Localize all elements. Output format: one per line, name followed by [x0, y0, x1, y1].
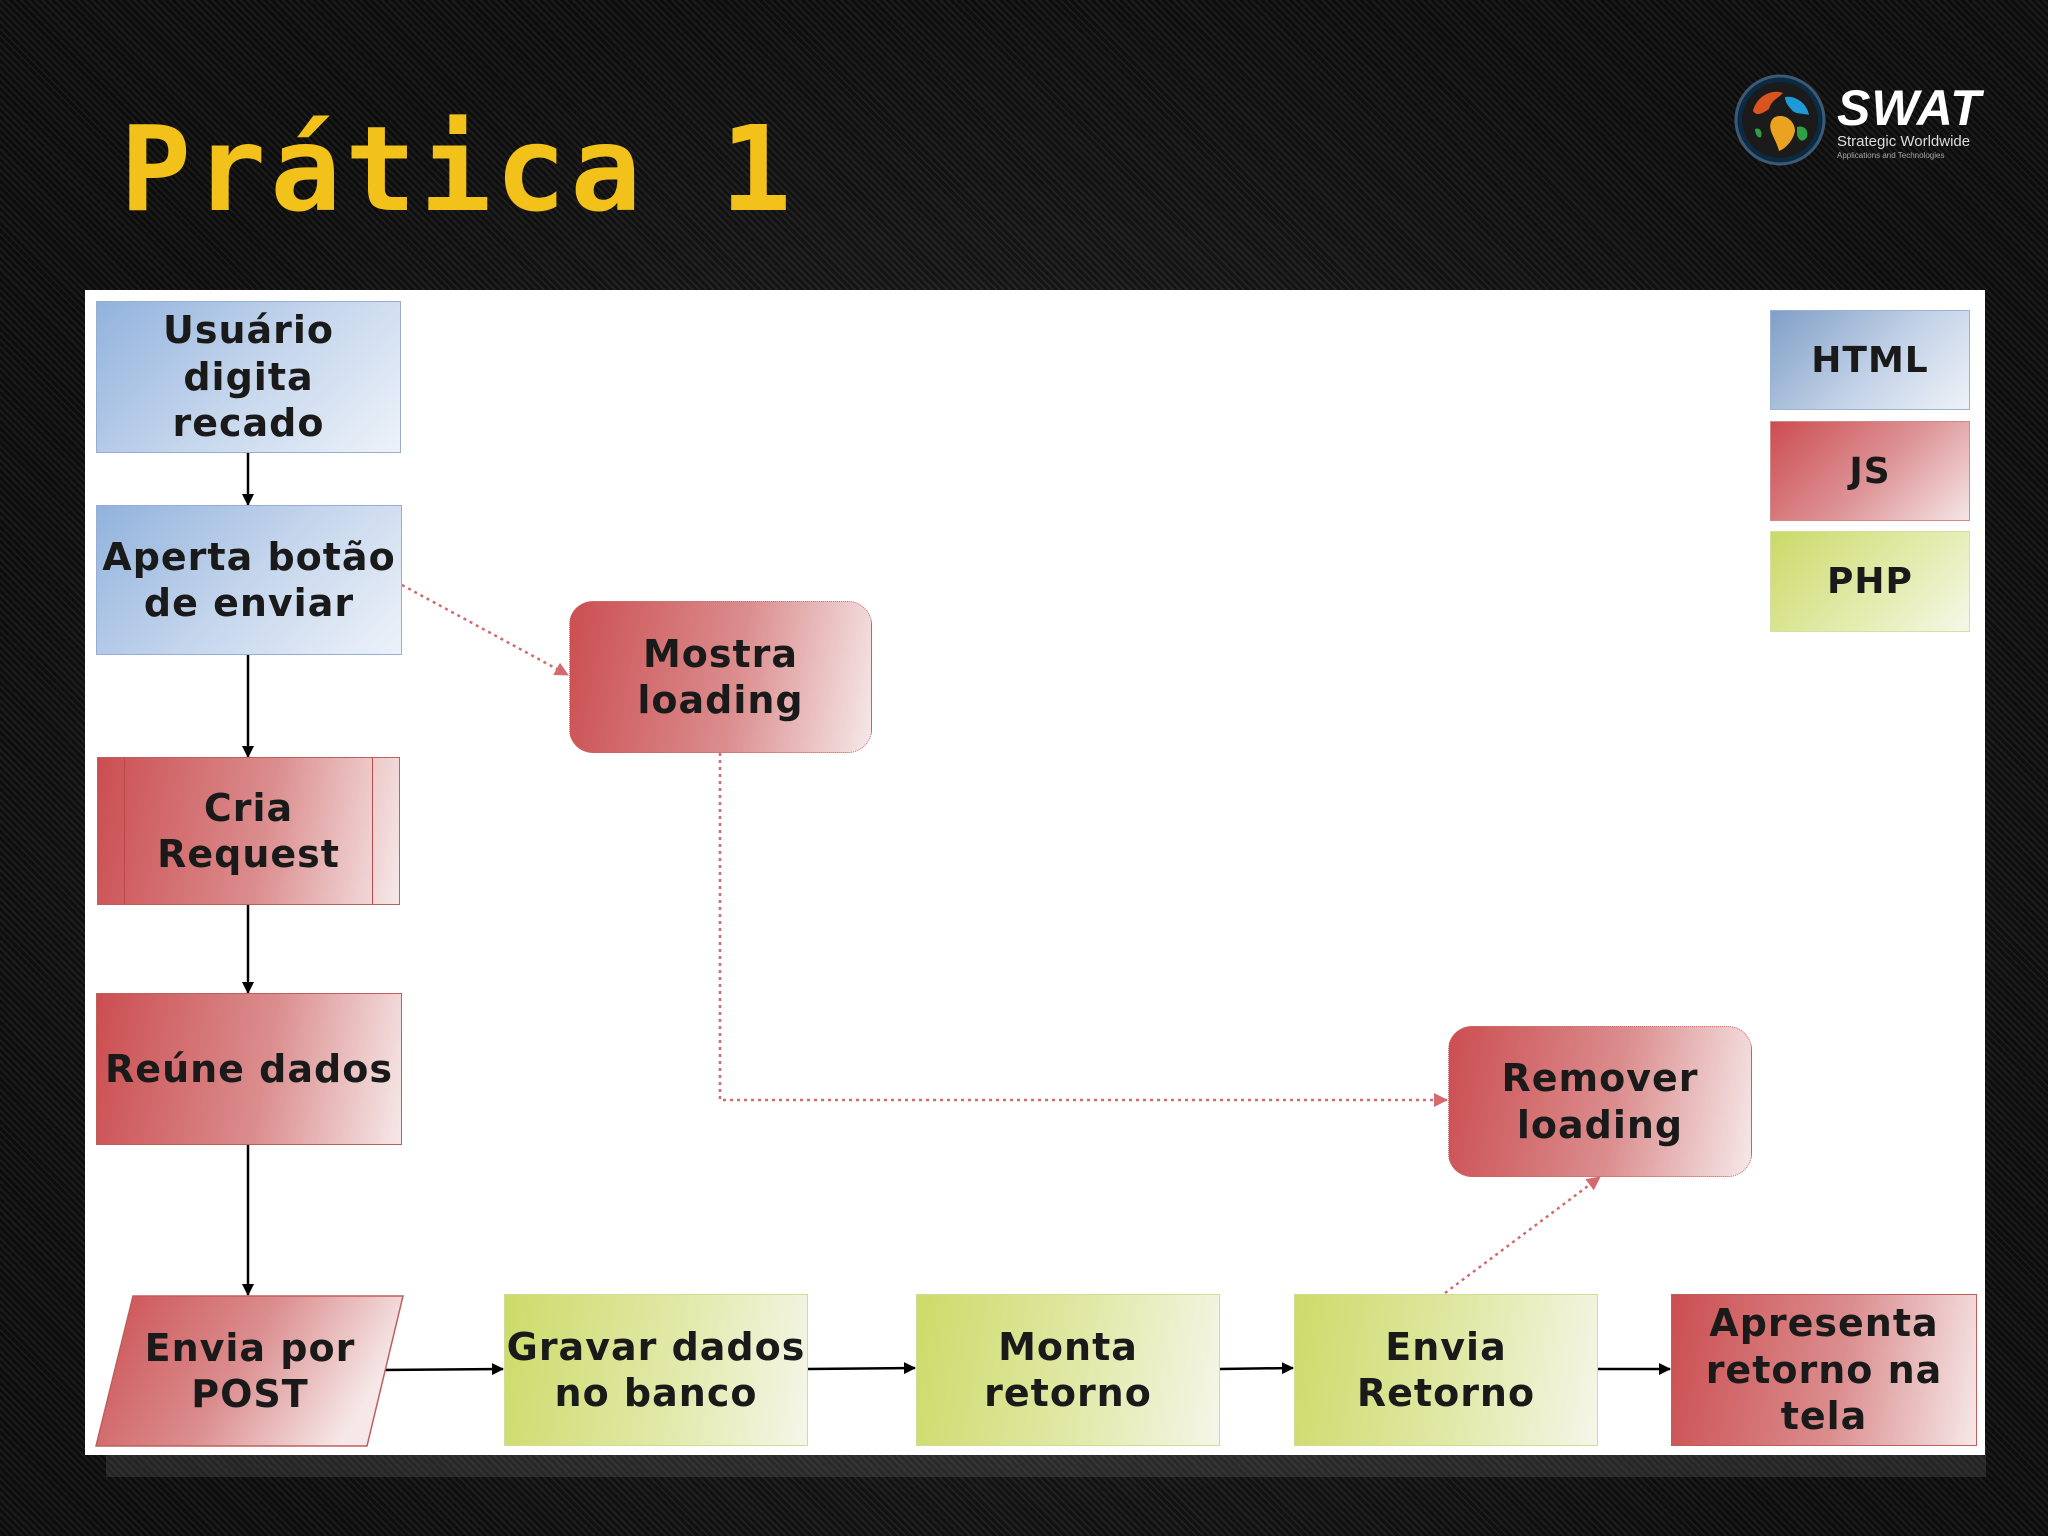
legend-html: HTML	[1770, 310, 1970, 410]
node-envia-retorno: Envia Retorno	[1294, 1294, 1598, 1446]
node-apresenta-retorno-tela: Apresenta retorno na tela	[1671, 1294, 1977, 1446]
node-envia-por-post: Envia por POST	[95, 1295, 405, 1447]
node-label: Monta retorno	[984, 1324, 1152, 1415]
node-label: Gravar dados no banco	[506, 1324, 806, 1415]
edge-mostra-remover	[718, 753, 1448, 1107]
edge-gravar-monta	[807, 1362, 916, 1375]
legend-label: PHP	[1827, 561, 1913, 602]
node-label: Mostra loading	[637, 631, 804, 722]
node-mostra-loading: Mostra loading	[569, 601, 872, 753]
logo-wordmark: SWAT	[1837, 80, 1982, 136]
diagram-panel: Usuário digita recado Aperta botão de en…	[85, 290, 1985, 1455]
node-gravar-dados-banco: Gravar dados no banco	[504, 1294, 808, 1446]
node-label: Envia Retorno	[1356, 1324, 1536, 1415]
legend-js: JS	[1770, 421, 1970, 521]
process-bar-left	[124, 758, 125, 904]
node-reune-dados: Reúne dados	[96, 993, 402, 1145]
slide-title: Prática 1	[120, 100, 796, 238]
logo-tagline: Strategic Worldwide	[1837, 133, 1971, 150]
swat-logo: SWAT Strategic Worldwide Applications an…	[1733, 73, 1983, 168]
node-cria-request: Cria Request	[97, 757, 400, 905]
edge-monta-envia-retorno	[1219, 1362, 1294, 1375]
parallelogram-text-box: Envia por POST	[95, 1295, 405, 1447]
node-remover-loading: Remover loading	[1448, 1026, 1752, 1177]
node-label: Usuário digita recado	[162, 308, 335, 446]
node-label: Apresenta retorno na tela	[1705, 1301, 1943, 1439]
legend-php: PHP	[1770, 531, 1970, 632]
node-monta-retorno: Monta retorno	[916, 1294, 1220, 1446]
legend-label: JS	[1849, 450, 1891, 492]
node-label: Envia por POST	[144, 1325, 356, 1416]
globe-icon	[1734, 74, 1826, 166]
logo-subtagline: Applications and Technologies	[1837, 151, 1945, 160]
node-usuario-digita-recado: Usuário digita recado	[96, 301, 401, 453]
node-label: Aperta botão de enviar	[102, 534, 396, 625]
edge-aperta-mostra	[401, 583, 569, 677]
node-label: Reúne dados	[105, 1046, 393, 1091]
node-label: Cria Request	[157, 785, 340, 876]
parallelogram-shape	[95, 1295, 404, 1447]
node-label: Remover loading	[1501, 1056, 1699, 1147]
edge-envia-retorno-remover	[1444, 1175, 1601, 1295]
diagram-connectors	[242, 453, 1671, 1376]
legend-label: HTML	[1811, 339, 1929, 381]
edge-envia-post-gravar	[379, 1363, 504, 1376]
process-bar-right	[372, 758, 373, 904]
node-aperta-botao-enviar: Aperta botão de enviar	[96, 505, 402, 655]
